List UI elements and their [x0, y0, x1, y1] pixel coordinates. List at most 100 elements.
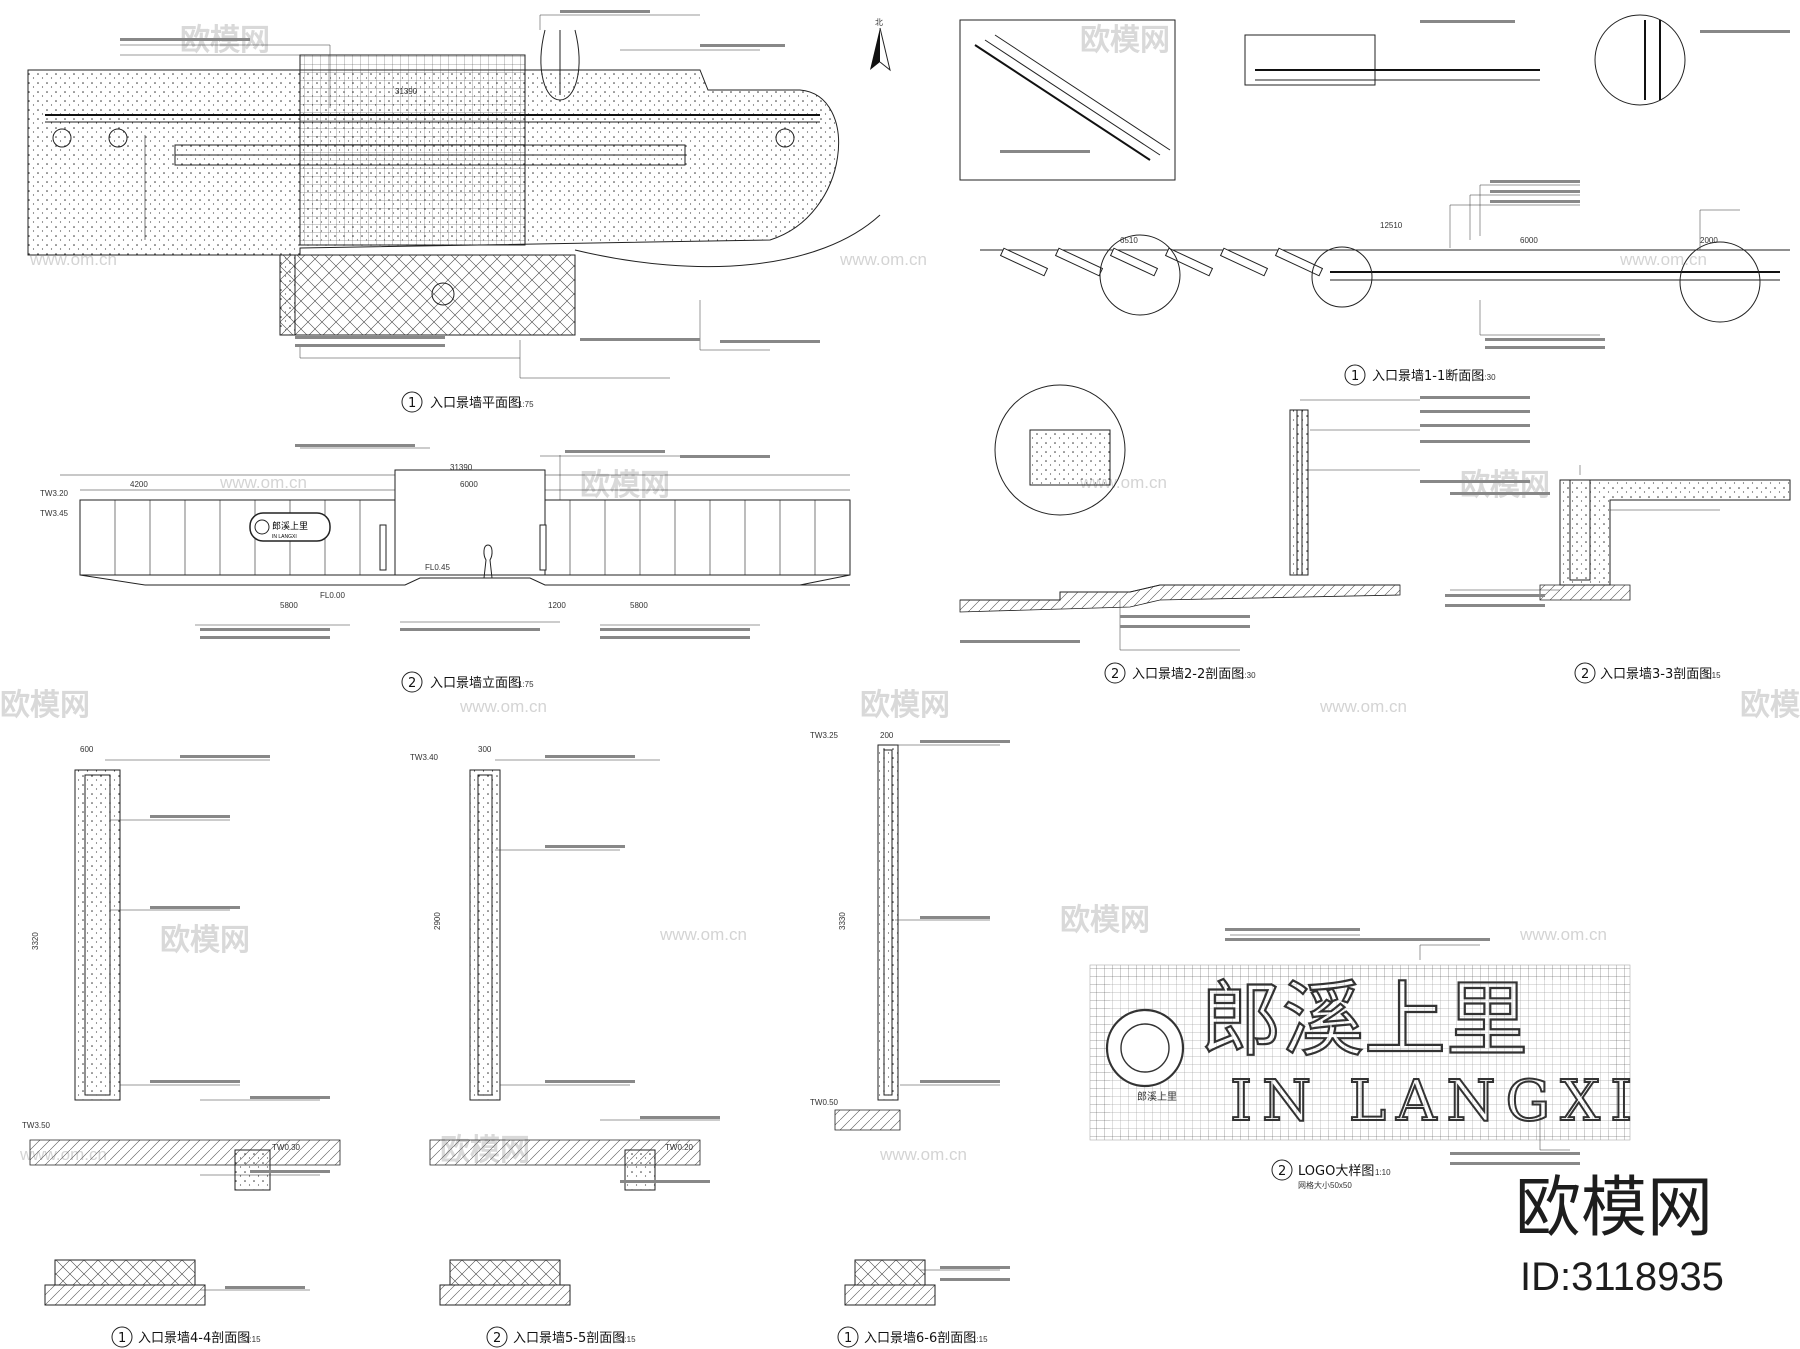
elev-note: [200, 628, 330, 631]
sec11-louvers: [999, 247, 1324, 277]
sec33-title-text: 入口景墙3-3剖面图: [1600, 667, 1712, 682]
sec55-height: 2900: [433, 912, 442, 930]
sec44-leaders: [105, 755, 330, 1291]
elev-dim-a: 4200: [130, 480, 148, 489]
sec33-wall: [1569, 479, 1591, 581]
sec33-note: [1450, 492, 1550, 495]
sec11-louver: [999, 247, 1049, 277]
sec66-title-num: 1: [844, 1331, 852, 1346]
logo-english-text: IN LANGXI: [1230, 1069, 1642, 1134]
sec11-louver: [1219, 247, 1269, 277]
logo-title-bubble: [1271, 1159, 1293, 1181]
plan-title: 1 入口景墙平面图 1:75: [401, 391, 534, 413]
elev-sign-cn: 郎溪上里: [272, 520, 308, 532]
logo-detail-drawing: 郎溪上里 郎溪上里 IN LANGXI 2 LOGO大样图 1:10 网格大小5…: [1089, 928, 1642, 1190]
sec11-detail-post: [1644, 20, 1661, 100]
elev-ground-line: [145, 577, 850, 586]
sec44-footing: [54, 1259, 196, 1286]
watermark-url: www.om.cn: [659, 925, 747, 944]
sec55-note: [640, 1116, 720, 1119]
sec22-note: [960, 640, 1080, 643]
sec33-leaders: [1445, 465, 1720, 607]
section-1-1-drawing: 12510 6510 6000 2000 1 入口景墙1-1断面图 1:30: [959, 14, 1790, 386]
elev-leaders: [195, 444, 770, 639]
sec55-leaders: [495, 755, 720, 1183]
sec66-note: [940, 1278, 1010, 1281]
elev-total-dim: 31390: [450, 463, 473, 472]
plan-leaders: [120, 10, 820, 379]
elev-note: [295, 444, 415, 447]
plan-note: [295, 336, 445, 339]
sec11-total-dim: 12510: [1380, 221, 1403, 230]
sec55-column: [469, 769, 501, 1101]
sec44-column-core: [84, 774, 111, 1096]
sec66-base: [844, 1284, 936, 1306]
brand-stamp-name: 欧模网: [1515, 1169, 1713, 1246]
sec11-louver: [1274, 247, 1324, 277]
sec11-title-text: 入口景墙1-1断面图: [1372, 369, 1484, 384]
sec66-footing: [854, 1259, 926, 1286]
sec55-note: [545, 1080, 635, 1083]
sec22-base-layers: [959, 584, 1401, 613]
sec11-detail-strip: [1244, 34, 1376, 86]
sec11-detail-panel-lines: [984, 34, 1171, 156]
sec11-detail-bubble: [1594, 14, 1686, 106]
plan-note: [580, 338, 700, 341]
logo-note: [1360, 938, 1490, 941]
sec66-note: [920, 740, 1010, 743]
logo-grid-fade: [1110, 980, 1610, 1130]
logo-leaders: [1225, 928, 1580, 1165]
sec11-dim-c: 2000: [1700, 236, 1718, 245]
sec22-note: [1120, 615, 1250, 618]
elev-person-figure: [483, 544, 493, 579]
sec66-ground: [834, 1109, 901, 1131]
elev-dim-d: 5800: [630, 601, 648, 610]
sec55-note: [545, 845, 625, 848]
sec66-note: [920, 1080, 1000, 1083]
watermark-brand: 欧模网: [1060, 903, 1150, 938]
sec33-title-bubble: [1574, 662, 1596, 684]
sec33-footing: [1539, 584, 1631, 601]
sec11-callout-circle: [1311, 246, 1373, 308]
watermark-url: www.om.cn: [459, 697, 547, 716]
plan-light: [108, 128, 128, 148]
sec11-callout-circle: [1099, 234, 1181, 316]
plan-stone-paving: [279, 254, 576, 336]
watermark-url: www.om.cn: [219, 473, 307, 492]
plan-note: [700, 44, 785, 47]
elev-sign-plate: [249, 512, 331, 542]
elev-note: [565, 450, 665, 453]
sec66-note: [940, 1266, 1010, 1269]
plan-title-bubble: [401, 391, 423, 413]
elev-level-4: FL0.00: [320, 591, 345, 600]
watermark-url: www.om.cn: [839, 250, 927, 269]
elev-level-1: TW3.20: [40, 489, 69, 498]
sec11-note: [1420, 20, 1515, 23]
sec66-note: [920, 916, 990, 919]
sec33-note: [1445, 594, 1545, 597]
sec11-louver: [1054, 247, 1104, 277]
watermark-row-3: 欧模网 欧模网 欧模网 www.om.cn www.om.cn: [0, 688, 1800, 723]
sec33-title-scale: 1:15: [1705, 671, 1721, 680]
elev-gate-opening: [394, 469, 546, 576]
north-arrow-icon: [870, 28, 880, 70]
sec55-width: 300: [478, 745, 492, 754]
watermark-brand: 欧模网: [1740, 688, 1800, 723]
elevation-title-scale: 1:75: [518, 680, 534, 689]
sec66-title-scale: 1:15: [972, 1335, 988, 1344]
sec66-level: TW3.25: [810, 731, 839, 740]
sec44-title-bubble: [111, 1326, 133, 1348]
sec44-note: [250, 1170, 330, 1173]
logo-badge-text: 郎溪上里: [1137, 1090, 1177, 1103]
sec11-leaders: [1000, 20, 1790, 349]
sec11-louver: [1164, 247, 1214, 277]
watermark-url: www.om.cn: [1319, 697, 1407, 716]
sec33-title: 2 入口景墙3-3剖面图 1:15: [1574, 662, 1721, 684]
elev-panels: [79, 500, 816, 575]
sec55-title-text: 入口景墙5-5剖面图: [513, 1331, 625, 1346]
logo-note: [1225, 938, 1360, 941]
logo-title-scale: 1:10: [1375, 1168, 1391, 1177]
plan-planter: [540, 29, 580, 101]
sec66-leaders: [895, 740, 1010, 1281]
sec44-width: 600: [80, 745, 94, 754]
